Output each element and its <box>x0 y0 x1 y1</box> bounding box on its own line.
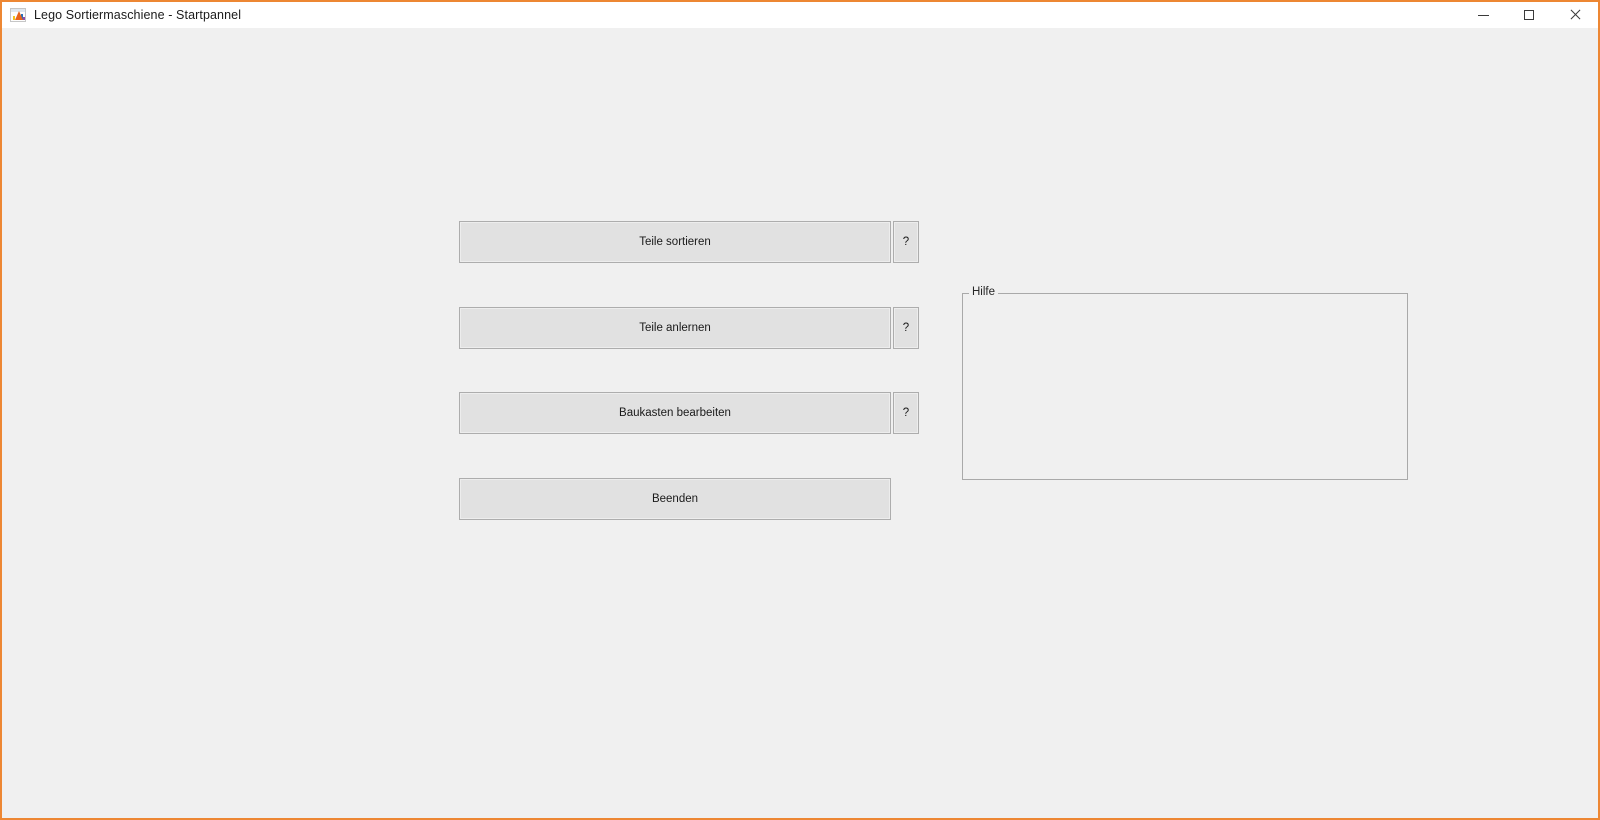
minimize-icon <box>1477 14 1489 16</box>
maximize-icon <box>1524 10 1534 20</box>
close-button[interactable] <box>1552 2 1598 28</box>
client-area: Teile sortieren ? Teile anlernen ? Bauka… <box>2 28 1598 818</box>
hilfe-panel-content <box>963 294 1407 479</box>
help-button-teile-anlernen[interactable]: ? <box>893 307 919 349</box>
matlab-figure-icon <box>10 8 26 22</box>
maximize-button[interactable] <box>1506 2 1552 28</box>
help-button-teile-sortieren[interactable]: ? <box>893 221 919 263</box>
minimize-button[interactable] <box>1460 2 1506 28</box>
window-title: Lego Sortiermaschiene - Startpannel <box>34 8 242 22</box>
help-button-baukasten-bearbeiten[interactable]: ? <box>893 392 919 434</box>
hilfe-panel: Hilfe <box>962 286 1408 480</box>
baukasten-bearbeiten-button[interactable]: Baukasten bearbeiten <box>459 392 891 434</box>
hilfe-panel-title: Hilfe <box>969 286 999 299</box>
close-icon <box>1569 9 1581 21</box>
window-controls <box>1460 2 1598 28</box>
teile-anlernen-button[interactable]: Teile anlernen <box>459 307 891 349</box>
title-bar[interactable]: Lego Sortiermaschiene - Startpannel <box>2 2 1598 28</box>
beenden-button[interactable]: Beenden <box>459 478 891 520</box>
teile-sortieren-button[interactable]: Teile sortieren <box>459 221 891 263</box>
